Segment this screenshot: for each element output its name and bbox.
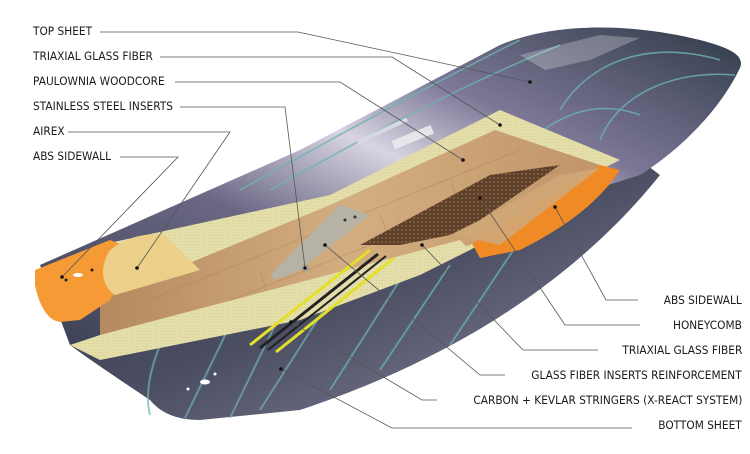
leader-airex-dot (135, 266, 139, 270)
insert-hole (343, 218, 347, 222)
honeycomb-layer (360, 165, 560, 245)
screw-hole (186, 387, 190, 391)
label-honeycomb: HONEYCOMB (673, 318, 742, 332)
label-bottom-sheet: BOTTOM SHEET (658, 418, 742, 432)
brand-logo-mark (520, 35, 640, 70)
leader-glass-fiber-inserts-reinforcement-dot (323, 243, 327, 247)
leader-triaxial-glass-fiber-top (160, 56, 501, 126)
leader-carbon-kevlar-stringers (290, 321, 437, 401)
label-stainless-steel-inserts: STAINLESS STEEL INSERTS (33, 99, 174, 113)
leader-bottom-sheet (280, 368, 632, 429)
label-glass-fiber-inserts-reinforcement: GLASS FIBER INSERTS REINFORCEMENT (531, 368, 742, 382)
leader-top-sheet-dot (528, 80, 532, 84)
glass-fiber-inserts-reinforcement-plate (270, 205, 370, 280)
paulownia-woodcore-layer (100, 130, 600, 340)
label-paulownia-woodcore: PAULOWNIA WOODCORE (33, 74, 165, 88)
insert-hole (353, 215, 357, 219)
leader-airex (68, 131, 231, 269)
leader-paulownia-woodcore (175, 81, 464, 161)
leader-triaxial-glass-fiber-bottom-dot (420, 243, 424, 247)
decal-logo (391, 125, 434, 150)
leader-abs-sidewall-right-dot (553, 205, 557, 209)
leader-dots (60, 80, 557, 371)
screw-hole (213, 372, 217, 376)
airex-layer (103, 234, 200, 295)
leader-stainless-steel-inserts (180, 106, 306, 269)
label-triaxial-glass-fiber-top: TRIAXIAL GLASS FIBER (33, 49, 153, 63)
label-abs-sidewall-left: ABS SIDEWALL (33, 149, 111, 163)
leader-top-sheet (100, 31, 531, 83)
leader-abs-sidewall-right (554, 206, 638, 301)
label-triaxial-glass-fiber-bottom: TRIAXIAL GLASS FIBER (622, 343, 742, 357)
label-airex: AIREX (33, 124, 65, 138)
leader-carbon-kevlar-stringers-dot (289, 320, 293, 324)
leader-paulownia-woodcore-dot (461, 158, 465, 162)
decal-strip (356, 117, 409, 145)
leader-honeycomb (479, 197, 640, 326)
leader-triaxial-glass-fiber-bottom (421, 244, 598, 351)
leader-triaxial-glass-fiber-top-dot (498, 123, 502, 127)
fin-insert-bottom (200, 379, 210, 385)
leader-honeycomb-dot (478, 196, 482, 200)
leader-glass-fiber-inserts-reinforcement (324, 244, 505, 376)
screw-hole (64, 278, 68, 282)
leader-lines (61, 31, 640, 429)
leader-abs-sidewall-left (61, 156, 179, 278)
fin-insert-top (73, 273, 83, 277)
leader-abs-sidewall-left-dot (60, 275, 64, 279)
woodcore-tail-block (455, 168, 600, 245)
label-carbon-kevlar-stringers: CARBON + KEVLAR STRINGERS (X-REACT SYSTE… (473, 393, 742, 407)
leader-stainless-steel-inserts-dot (303, 266, 307, 270)
label-top-sheet: TOP SHEET (33, 24, 93, 38)
leader-bottom-sheet-dot (279, 367, 283, 371)
screw-hole (90, 268, 94, 272)
label-abs-sidewall-right: ABS SIDEWALL (664, 293, 742, 307)
